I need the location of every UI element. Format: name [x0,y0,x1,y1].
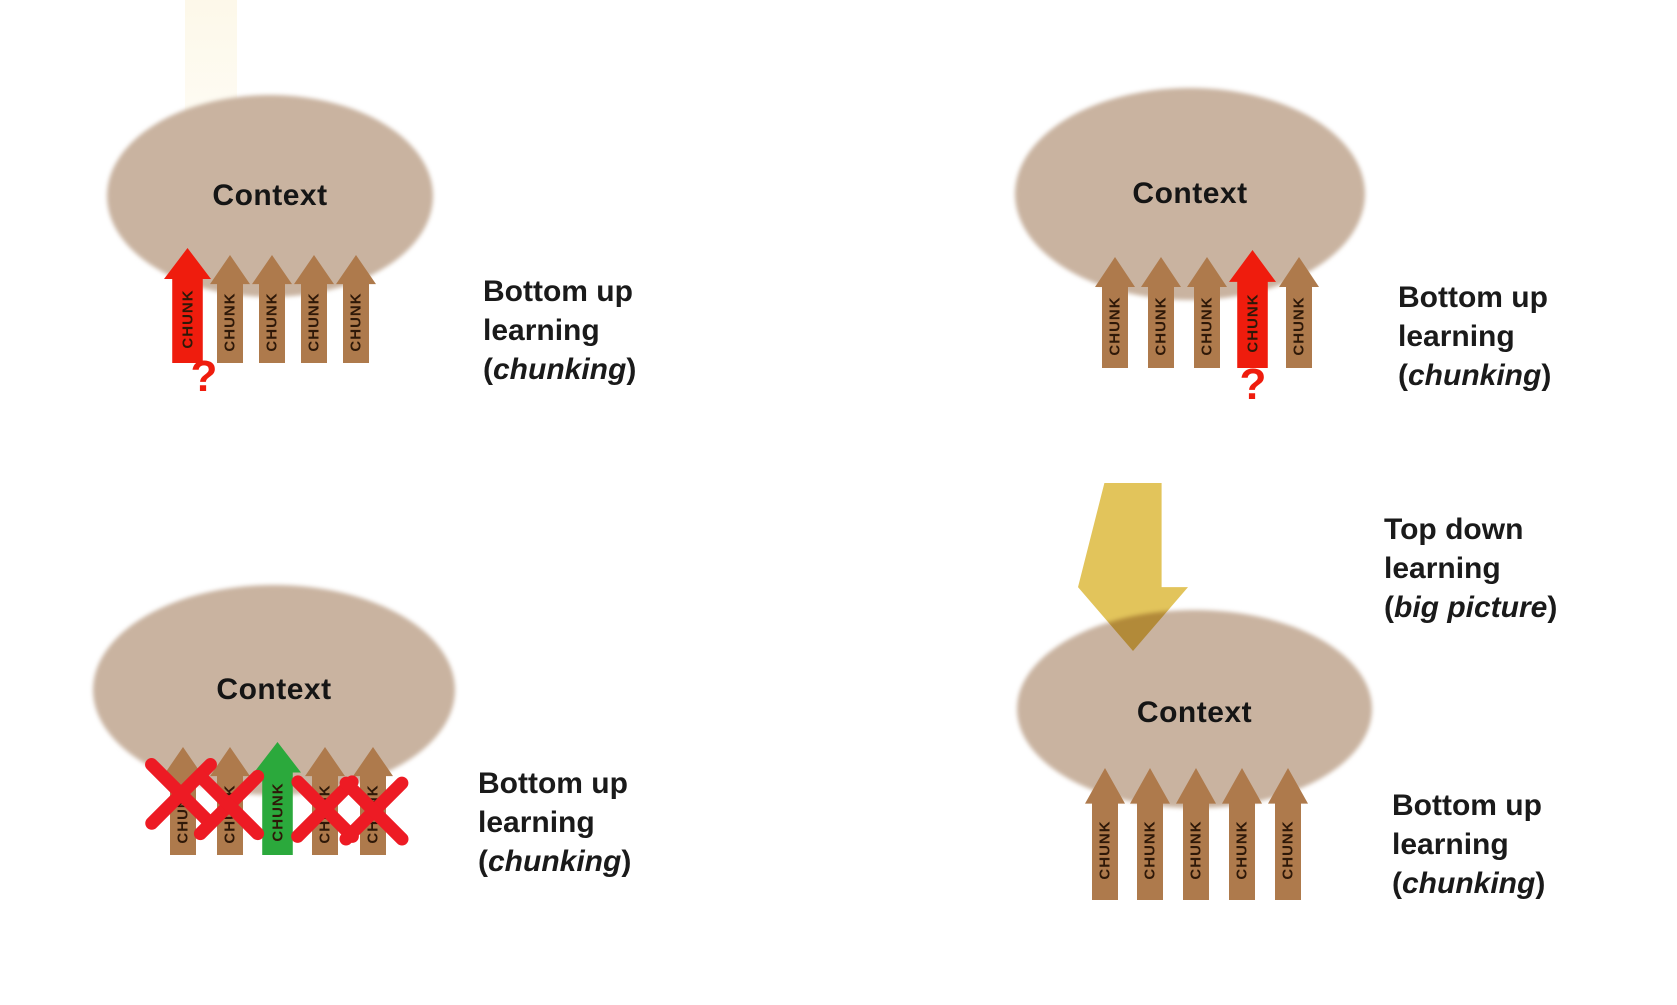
caption-line: learning [1398,320,1515,353]
chunk-arrow-label: CHUNK [269,782,286,842]
context-label: Context [1136,696,1253,729]
caption-bottom-up-learning: Bottom up learning (chunking) [1392,786,1545,903]
context-ellipse [1015,88,1365,300]
caption-line: Bottom up [1398,281,1548,314]
chunk-arrow-label: CHUNK [1198,296,1216,356]
chunk-arrow-label: CHUNK [1233,820,1251,880]
chunk-arrow-label: CHUNK [305,292,323,352]
chunk-arrow-label: CHUNK [221,292,239,352]
caption-line: (chunking) [1392,867,1546,900]
chunk-arrow-label: CHUNK [1279,820,1297,880]
chunk-arrow-label: CHUNK [1187,820,1205,880]
chunk-arrow-label: CHUNK [1106,296,1124,356]
caption-line: learning [1384,552,1501,585]
caption-line: Bottom up [483,275,633,308]
x-mark-icon [198,763,260,847]
chunk-arrow-label: CHUNK [1244,293,1261,353]
caption-line: (chunking) [478,845,632,878]
chunk-arrow-label: CHUNK [347,292,365,352]
caption-top-down-learning: Top down learning (big picture) [1384,510,1557,627]
chunk-arrow-label: CHUNK [1290,296,1308,356]
context-label: Context [1132,177,1248,210]
caption-line: learning [1392,828,1509,861]
caption-bottom-up-learning: Bottom up learning (chunking) [483,272,636,389]
caption-line: learning [483,314,600,347]
caption-line: Bottom up [478,767,628,800]
context-label: Context [212,179,328,212]
chunk-arrow-label: CHUNK [1141,820,1159,880]
chunk-arrow-label: CHUNK [1152,296,1170,356]
caption-line: (chunking) [1398,359,1552,392]
chunk-arrow-label: CHUNK [263,292,281,352]
question-mark: ? [190,352,218,401]
chunk-arrow-label: CHUNK [179,289,196,349]
context-label: Context [216,673,332,706]
caption-line: learning [478,806,595,839]
caption-line: Bottom up [1392,789,1542,822]
caption-bottom-up-learning: Bottom up learning (chunking) [1398,278,1551,395]
caption-line: Top down [1384,513,1524,546]
question-mark: ? [1239,360,1267,409]
caption-line: (chunking) [483,353,637,386]
x-mark-icon [340,770,408,852]
caption-bottom-up-learning: Bottom up learning (chunking) [478,764,631,881]
chunk-arrow-label: CHUNK [1096,820,1114,880]
caption-line: (big picture) [1384,591,1558,624]
